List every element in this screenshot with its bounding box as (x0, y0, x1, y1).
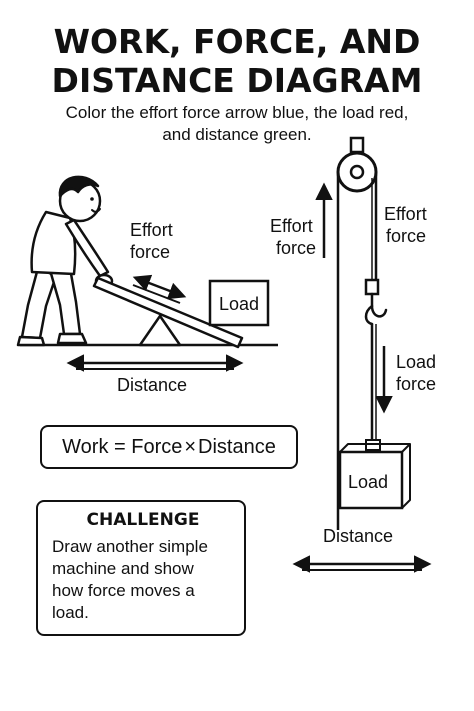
challenge-line-2: machine and show (52, 559, 194, 578)
instruction-line-1: Color the effort force arrow blue, the l… (65, 103, 409, 122)
challenge-line-3: how force moves a (52, 581, 195, 600)
title-line-2: DISTANCE DIAGRAM (51, 61, 423, 100)
challenge-box: CHALLENGE Draw another simple machine an… (36, 500, 246, 636)
pulley-load-label: Load (348, 472, 388, 492)
challenge-title: CHALLENGE (86, 510, 200, 530)
instruction-line-2: and distance green. (162, 125, 312, 144)
title-line-1: WORK, FORCE, AND (53, 22, 421, 61)
formula-right: Distance (198, 435, 276, 458)
page-title: WORK, FORCE, AND DISTANCE DIAGRAM (0, 22, 474, 100)
pulley-diagram: Load Effort force Effort force Load forc… (270, 136, 436, 573)
pulley-load-force-label-1: Load (396, 352, 436, 372)
pulley-distance-arrow (292, 555, 432, 573)
lever-diagram: Load Effort force Distance (16, 175, 278, 395)
pulley-effort-left-label-2: force (276, 238, 316, 258)
lever-load-box (208, 279, 270, 327)
pulley-distance-label: Distance (323, 526, 393, 546)
pulley-effort-right-label-1: Effort (384, 204, 427, 224)
challenge-line-4: load. (52, 603, 89, 622)
pulley-effort-right-label-2: force (386, 226, 426, 246)
fulcrum-triangle (138, 314, 182, 347)
formula-left: Work = Force (62, 435, 183, 458)
person-figure (16, 175, 114, 347)
lever-effort-label-1: Effort (130, 220, 173, 240)
lever-load-label: Load (219, 294, 259, 314)
pulley-load-force-label-2: force (396, 374, 436, 394)
pulley-load-box (338, 450, 404, 510)
lever-distance-label: Distance (117, 375, 187, 395)
formula-times-symbol: × (184, 435, 197, 458)
pulley-effort-left-label-1: Effort (270, 216, 313, 236)
challenge-line-1: Draw another simple (52, 537, 208, 556)
coloring-instruction: Color the effort force arrow blue, the l… (20, 102, 454, 146)
lever-effort-label-2: force (130, 242, 170, 262)
pulley-hook (364, 278, 388, 326)
lever-bar (92, 276, 244, 349)
pulley-mount (349, 136, 365, 154)
work-formula-box: Work = Force × Distance (40, 425, 298, 469)
lever-distance-arrow (66, 354, 244, 372)
challenge-text: Draw another simple machine and show how… (52, 536, 234, 624)
lever-effort-arrow (132, 274, 187, 304)
